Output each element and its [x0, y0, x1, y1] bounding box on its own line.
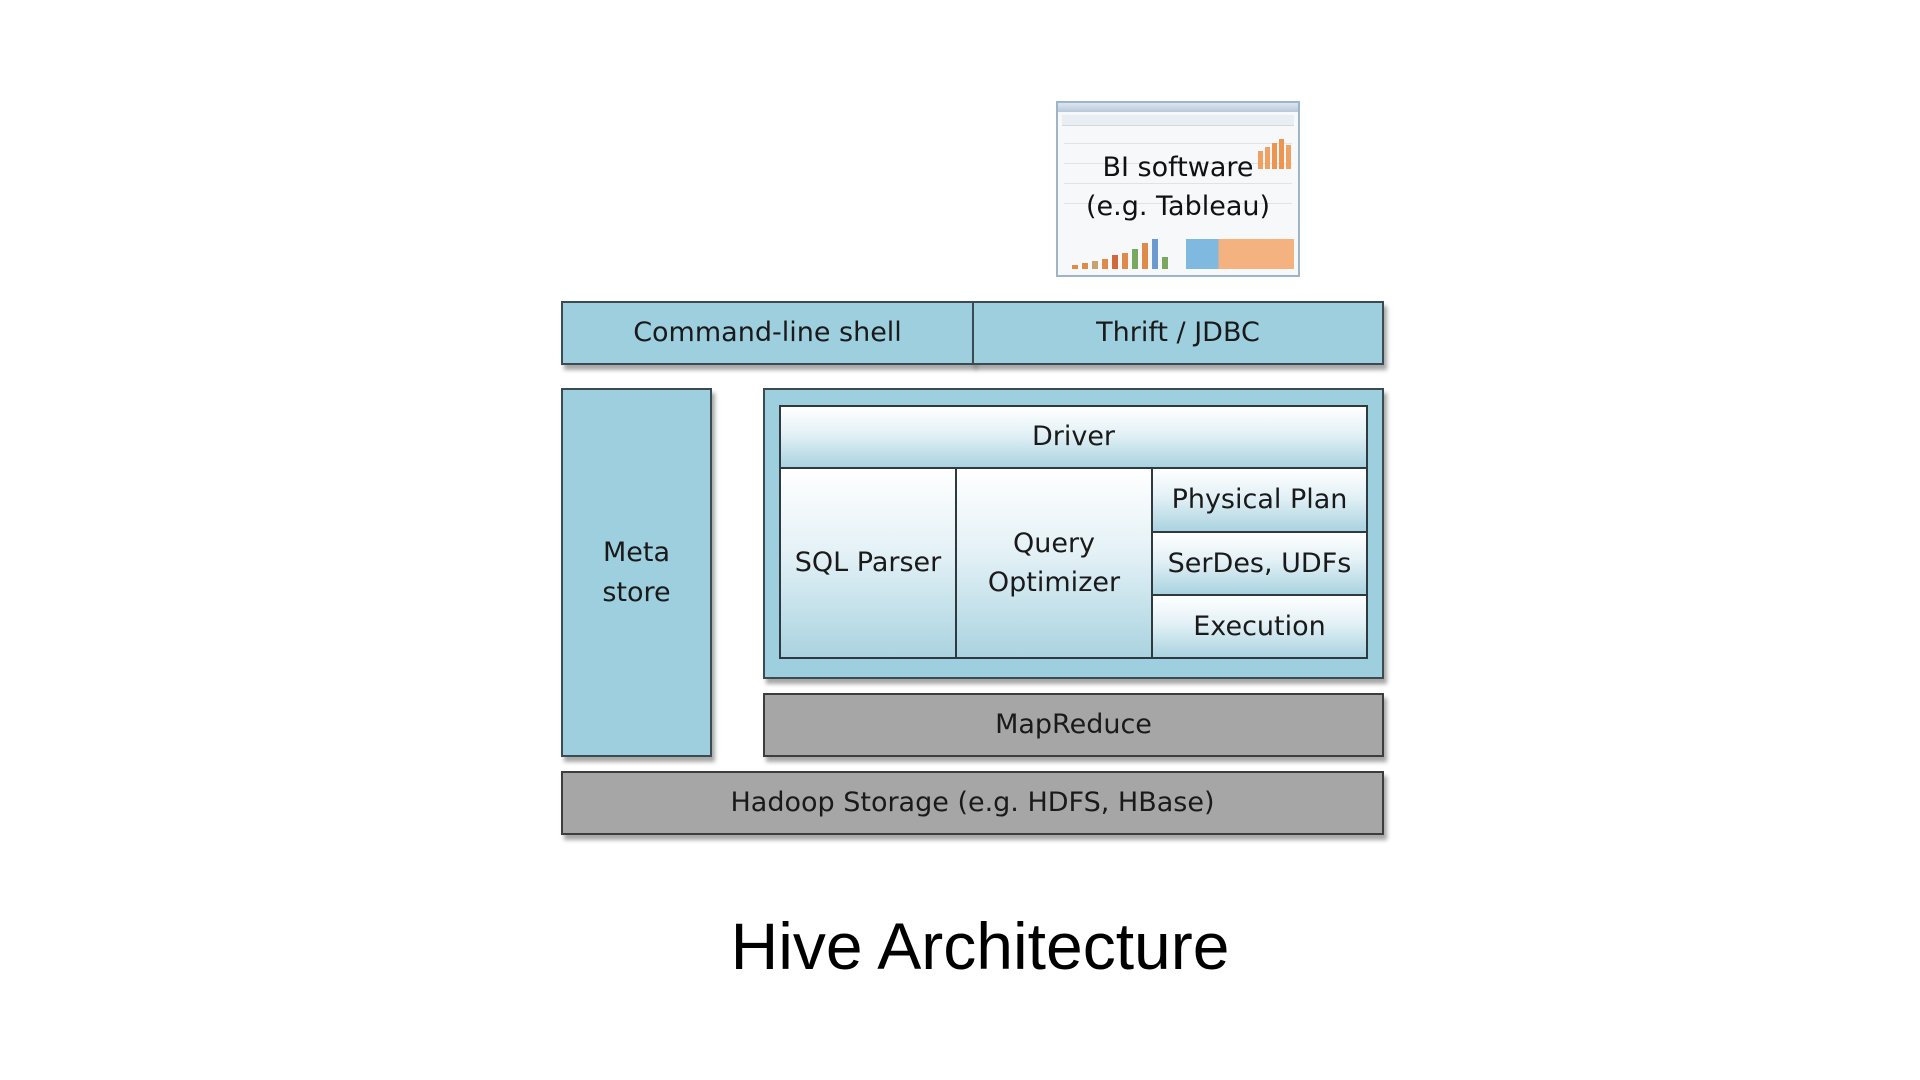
thumb-bar	[1152, 239, 1158, 269]
metastore-line1: Meta	[602, 537, 671, 569]
physical-plan-box: Physical Plan	[1151, 467, 1368, 533]
thrift-jdbc-label: Thrift / JDBC	[1096, 317, 1260, 349]
mapreduce-box: MapReduce	[763, 693, 1384, 757]
hadoop-storage-label: Hadoop Storage (e.g. HDFS, HBase)	[730, 787, 1215, 819]
execution-label: Execution	[1193, 610, 1326, 642]
serdes-udfs-label: SerDes, UDFs	[1167, 547, 1352, 579]
bi-software-line2: (e.g. Tableau)	[1085, 191, 1271, 222]
thumb-bar	[1162, 257, 1168, 269]
thumb-bar	[1082, 263, 1088, 269]
thumb-bar	[1265, 147, 1270, 169]
mapreduce-label: MapReduce	[995, 709, 1152, 741]
sql-parser-box: SQL Parser	[779, 467, 957, 659]
diagram-caption: Hive Architecture	[730, 909, 1230, 983]
driver-label: Driver	[1031, 421, 1116, 453]
serdes-udfs-box: SerDes, UDFs	[1151, 531, 1368, 596]
command-line-shell-box: Command-line shell	[561, 301, 974, 365]
sql-parser-label: SQL Parser	[794, 547, 942, 579]
thumb-gridline	[1064, 143, 1292, 144]
thrift-jdbc-box: Thrift / JDBC	[972, 301, 1384, 365]
command-line-shell-label: Command-line shell	[633, 317, 902, 349]
thumb-bar	[1132, 249, 1138, 269]
thumb-gridline	[1064, 163, 1292, 164]
thumb-bar	[1092, 261, 1098, 269]
query-optimizer-line2: Optimizer	[987, 567, 1121, 598]
thumb-bar	[1279, 139, 1284, 169]
thumb-bar	[1112, 255, 1118, 269]
query-optimizer-line1: Query	[1012, 527, 1096, 559]
thumb-stacked-area	[1186, 239, 1294, 269]
driver-box: Driver	[779, 405, 1368, 469]
thumb-bar	[1122, 253, 1128, 269]
metastore-box: Meta store	[561, 388, 712, 757]
bi-software-screenshot	[1056, 101, 1300, 277]
bi-software-label: BI software (e.g. Tableau)	[1056, 148, 1300, 226]
thumb-gridline	[1064, 183, 1292, 184]
thumb-bar	[1102, 259, 1108, 269]
thumb-bar	[1286, 145, 1291, 169]
thumb-titlebar	[1058, 103, 1298, 112]
physical-plan-label: Physical Plan	[1171, 484, 1348, 516]
hadoop-storage-box: Hadoop Storage (e.g. HDFS, HBase)	[561, 771, 1384, 835]
thumb-bar	[1142, 243, 1148, 269]
thumb-bar	[1072, 265, 1078, 269]
thumb-bar	[1258, 151, 1263, 169]
query-optimizer-box: Query Optimizer	[955, 467, 1153, 659]
bi-software-line1: BI software	[1102, 152, 1254, 183]
thumb-bar	[1272, 143, 1277, 169]
thumb-gridline	[1064, 203, 1292, 204]
metastore-line2: store	[602, 576, 671, 608]
execution-box: Execution	[1151, 594, 1368, 659]
thumb-toolbar	[1062, 115, 1294, 126]
